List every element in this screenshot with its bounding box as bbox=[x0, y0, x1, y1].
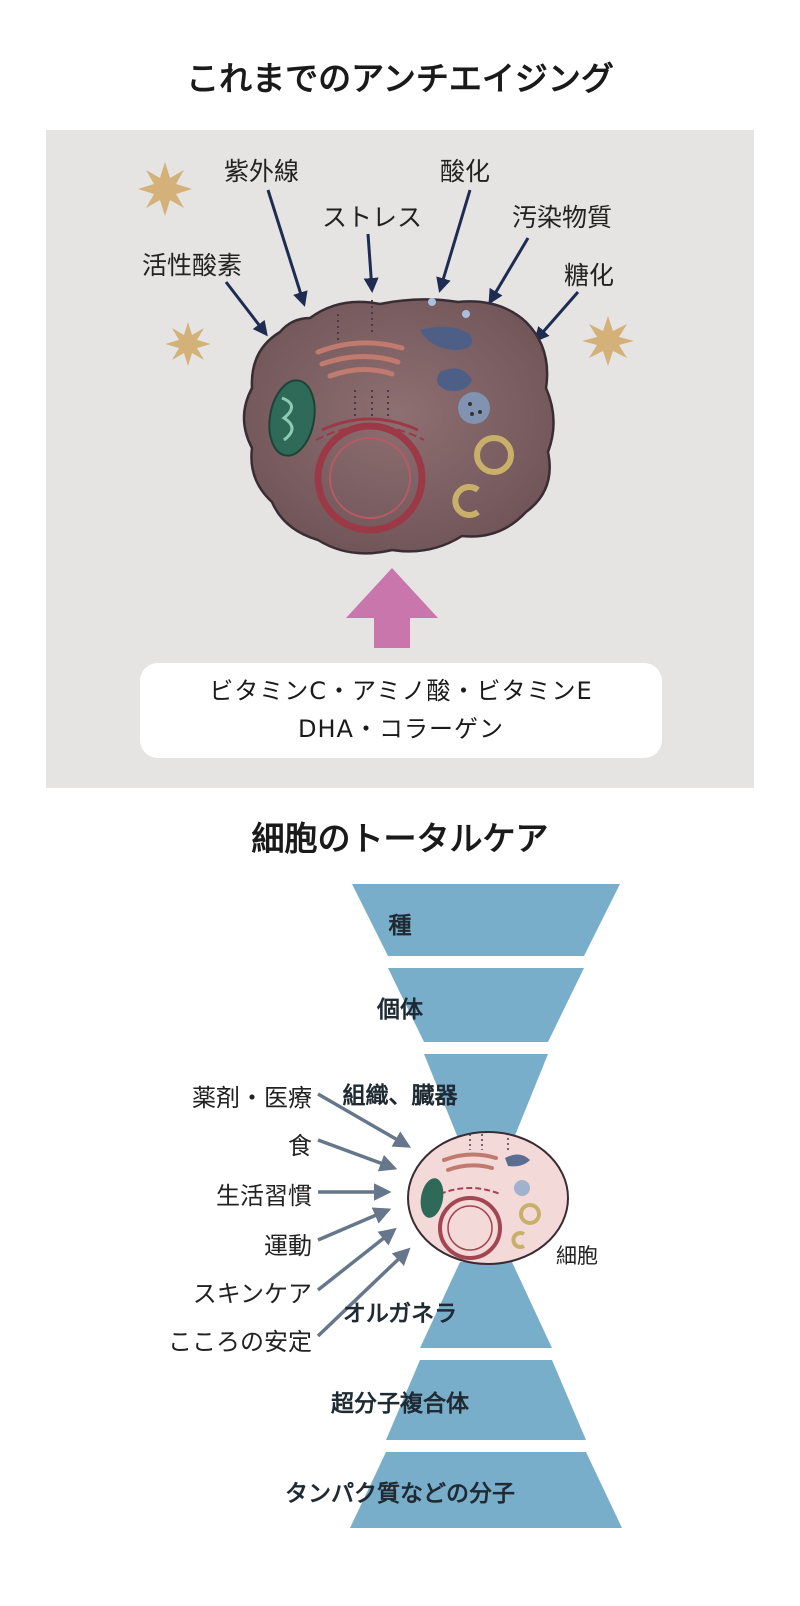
layer-individual: 個体 bbox=[377, 997, 423, 1023]
sunburst-icon bbox=[582, 316, 634, 366]
factor-skincare: スキンケア bbox=[192, 1280, 312, 1308]
supplements-line2: DHA・コラーゲン bbox=[298, 715, 504, 743]
bottom-title: 細胞のトータルケア bbox=[251, 819, 549, 858]
factor-food: 食 bbox=[288, 1132, 312, 1160]
sunburst-icon bbox=[165, 322, 211, 366]
factor-exercise: 運動 bbox=[264, 1232, 312, 1260]
factor-mental-stability: こころの安定 bbox=[168, 1328, 312, 1356]
supplement-arrow bbox=[346, 568, 438, 648]
glycation-arrow bbox=[534, 291, 580, 343]
factor-arrow bbox=[317, 1207, 392, 1242]
factor-arrow bbox=[317, 1092, 412, 1148]
label-stress: ストレス bbox=[322, 203, 423, 232]
oxidation-arrow bbox=[436, 189, 472, 293]
factor-lifestyle: 生活習慣 bbox=[216, 1182, 312, 1210]
uv-arrow bbox=[266, 189, 308, 307]
layer-complex: 超分子複合体 bbox=[331, 1391, 469, 1417]
supplements-box: ビタミンC・アミノ酸・ビタミンE DHA・コラーゲン bbox=[140, 663, 662, 758]
supplements-line1: ビタミンC・アミノ酸・ビタミンE bbox=[209, 677, 593, 705]
sunburst-icon bbox=[138, 162, 192, 216]
top-title: これまでのアンチエイジング bbox=[186, 59, 614, 98]
layer-molecule: タンパク質などの分子 bbox=[285, 1481, 515, 1507]
layer-tissue: 組織、臓器 bbox=[342, 1083, 458, 1109]
factor-medicine: 薬剤・医療 bbox=[192, 1084, 312, 1112]
cell-illustration bbox=[242, 298, 555, 555]
label-pollutants: 汚染物質 bbox=[512, 203, 613, 232]
label-oxidation: 酸化 bbox=[440, 157, 491, 186]
cell-label: 細胞 bbox=[556, 1244, 598, 1268]
factor-arrow bbox=[317, 1138, 398, 1172]
ros-arrow bbox=[224, 281, 268, 337]
label-ros: 活性酸素 bbox=[142, 251, 243, 280]
label-uv: 紫外線 bbox=[224, 157, 300, 186]
layer-organelle: オルガネラ bbox=[342, 1301, 458, 1327]
hierarchy-funnel bbox=[350, 884, 622, 1528]
factor-arrow bbox=[316, 1247, 411, 1338]
factor-arrow bbox=[316, 1227, 397, 1292]
layer-species: 種 bbox=[388, 913, 412, 939]
small-cell-icon bbox=[407, 1131, 569, 1265]
pollutants-arrow bbox=[488, 237, 530, 305]
label-glycation: 糖化 bbox=[564, 261, 615, 290]
stress-arrow bbox=[363, 233, 379, 293]
